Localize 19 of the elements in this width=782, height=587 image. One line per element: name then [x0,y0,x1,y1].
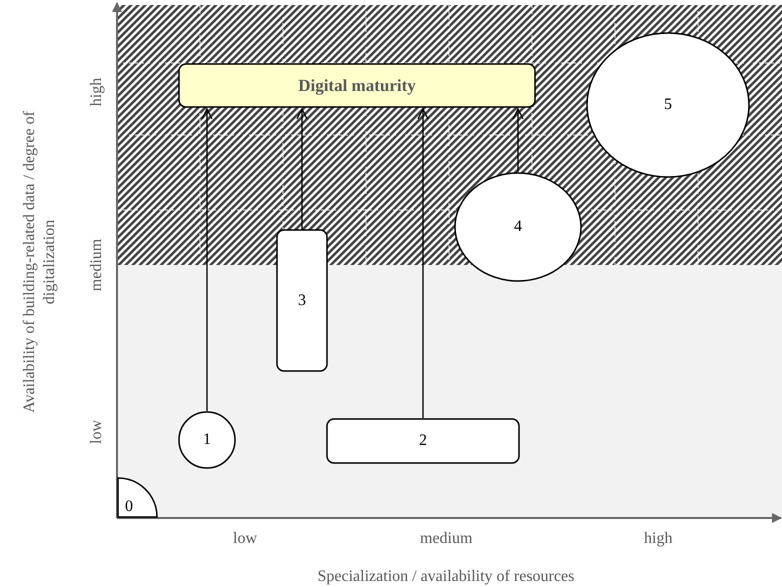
arrow [512,108,524,172]
axis-tick-label: medium [420,530,472,548]
stage-number: 0 [125,498,133,516]
axis-tick-label: low [233,530,257,548]
stage-number: 5 [664,96,672,114]
axis-tick-label: high [88,78,106,106]
stage-number: 2 [419,432,427,450]
axis-tick-label: low [88,420,106,444]
stage-number: 3 [298,292,306,310]
axis-title: Availability of building-related data / degree of digitalization [20,110,59,415]
axis-title: Specialization / availability of resources [318,568,574,586]
arrow [201,108,213,411]
arrow [417,108,429,418]
axis-tick-label: medium [88,238,106,292]
stage-title: Digital maturity [298,76,416,96]
stage-number: 4 [514,218,522,236]
arrow [296,108,308,229]
axis-tick-label: high [644,530,672,548]
stage-number: 1 [203,431,211,449]
